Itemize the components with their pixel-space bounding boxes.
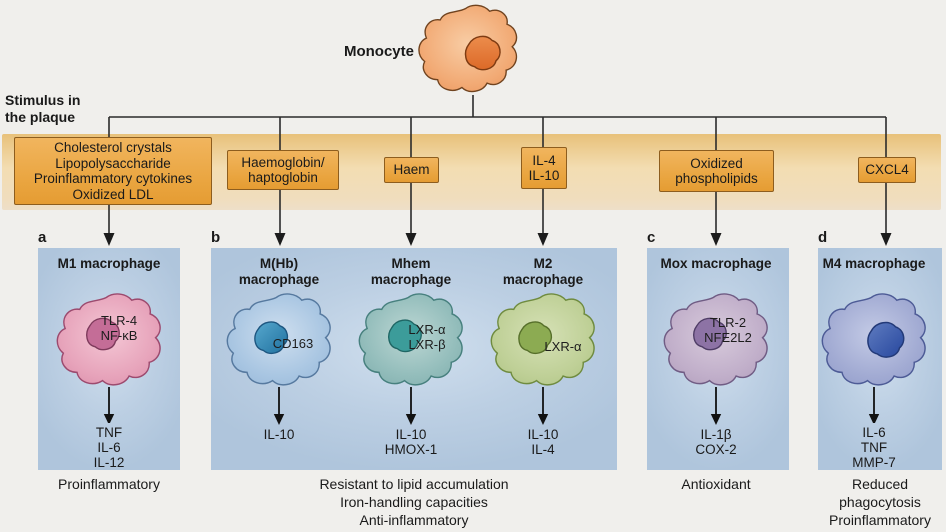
stimulus-box-il4-il10: IL-4 IL-10 <box>521 147 567 189</box>
stimulus-label: Haemoglobin/ haptoglobin <box>241 154 325 186</box>
mhb-macrophage-cell: CD163 <box>221 292 337 387</box>
monocyte-cell-icon <box>418 4 518 93</box>
arrow-down-icon <box>868 387 880 423</box>
m4-macrophage-column: M4 macrophage IL-6 TNF MMP-7 <box>812 248 936 470</box>
m1-macrophage-column: M1 macrophage TLR-4 NF-κB TNF IL-6 IL-12 <box>41 248 177 470</box>
macrophage-title: Mox macrophage <box>660 256 772 271</box>
m4-cell-icon <box>821 293 926 386</box>
panel-letter-b: b <box>211 229 221 246</box>
mhem-macrophage-column: Mhem macrophage LXR-α LXR-β IL-10 HMOX-1 <box>343 248 479 470</box>
m1-cell-icon <box>56 293 161 386</box>
secreted-products: IL-10 <box>263 427 295 442</box>
macrophage-title: Mhem macrophage <box>370 256 452 287</box>
arrow-down-icon <box>273 387 285 425</box>
panel-b-caption: Resistant to lipid accumulation Iron-han… <box>319 476 509 528</box>
secreted-products: IL-1β COX-2 <box>695 427 737 457</box>
mox-cell-icon <box>663 293 768 386</box>
panel-d-caption: Reduced phagocytosis Proinflammatory <box>829 476 931 528</box>
monocyte-label: Monocyte <box>343 43 414 60</box>
macrophage-title: M2 macrophage <box>502 256 584 287</box>
mox-macrophage-cell: TLR-2 NFE2L2 <box>658 292 774 387</box>
stimulus-label: Haem <box>393 162 430 178</box>
cell-markers: CD163 <box>272 336 314 351</box>
arrow-down-icon <box>405 387 417 425</box>
mox-macrophage-column: Mox macrophage TLR-2 NFE2L2 IL-1β COX-2 <box>648 248 784 470</box>
m4-macrophage-cell <box>816 292 932 387</box>
macrophage-title: M4 macrophage <box>822 256 926 271</box>
stimulus-label: IL-4 IL-10 <box>528 152 560 184</box>
secreted-products: IL-10 HMOX-1 <box>384 427 438 457</box>
cell-markers: LXR-α LXR-β <box>408 322 446 352</box>
m2-cell-icon <box>490 293 595 386</box>
stimulus-box-cxcl4: CXCL4 <box>858 157 916 183</box>
secreted-products: IL-10 IL-4 <box>527 427 559 457</box>
macrophage-title: M1 macrophage <box>57 256 161 271</box>
panel-letter-a: a <box>38 229 47 246</box>
stimulus-label: CXCL4 <box>865 162 909 178</box>
stimulus-label: Cholesterol crystals Lipopolysaccharide … <box>33 140 193 202</box>
mhb-macrophage-column: M(Hb) macrophage CD163 IL-10 <box>211 248 347 470</box>
secreted-products: TNF IL-6 IL-12 <box>93 425 125 470</box>
cell-markers: TLR-2 NFE2L2 <box>704 315 752 345</box>
stimulus-box-haem: Haem <box>384 157 439 183</box>
m1-macrophage-cell: TLR-4 NF-κB <box>51 292 167 387</box>
arrow-down-icon <box>710 387 722 425</box>
stimulus-header: Stimulus in the plaque <box>5 92 81 125</box>
stimulus-label: Oxidized phospholipids <box>675 155 758 187</box>
secreted-products: IL-6 TNF MMP-7 <box>852 425 896 470</box>
stimulus-box-haemoglobin: Haemoglobin/ haptoglobin <box>227 150 339 190</box>
macrophage-title: M(Hb) macrophage <box>238 256 320 287</box>
stimulus-box-cholesterol: Cholesterol crystals Lipopolysaccharide … <box>14 137 212 205</box>
arrow-down-icon <box>537 387 549 425</box>
m2-macrophage-cell: LXR-α <box>485 292 601 387</box>
cell-markers: LXR-α <box>544 339 582 354</box>
panel-letter-d: d <box>818 229 828 246</box>
arrow-down-icon <box>103 387 115 423</box>
panel-c-caption: Antioxidant <box>681 476 751 492</box>
panel-letter-c: c <box>647 229 656 246</box>
m2-macrophage-column: M2 macrophage LXR-α IL-10 IL-4 <box>475 248 611 470</box>
cell-markers: TLR-4 NF-κB <box>100 313 138 343</box>
panel-a-caption: Proinflammatory <box>58 476 160 492</box>
stimulus-box-oxidized-phospholipids: Oxidized phospholipids <box>659 150 774 192</box>
mhem-macrophage-cell: LXR-α LXR-β <box>353 292 469 387</box>
mhb-cell-icon <box>226 293 331 386</box>
mhem-cell-icon <box>358 293 463 386</box>
